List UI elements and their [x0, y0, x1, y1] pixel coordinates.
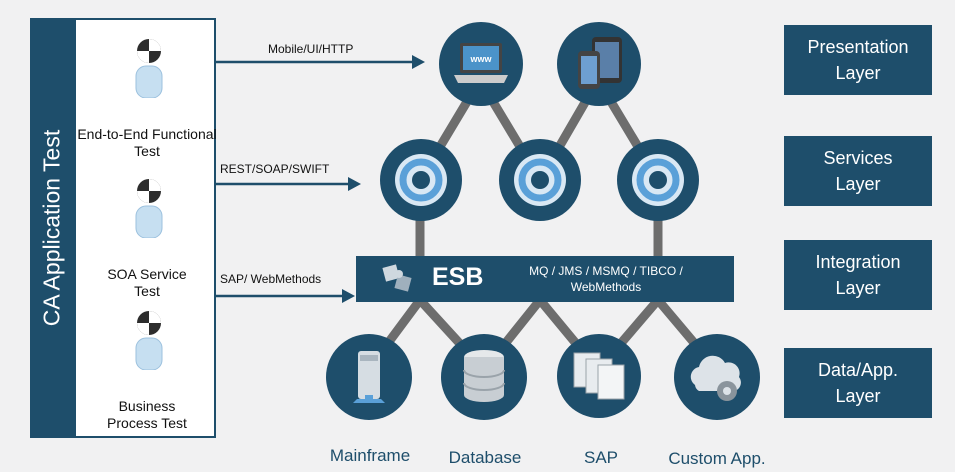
layer-box: Services Layer	[784, 136, 932, 206]
data-node-label: Mainframe	[329, 446, 411, 465]
tester-label: End-to-End Functional Test	[77, 126, 217, 159]
layer-label: Data/App. Layer	[817, 360, 899, 406]
laptop-icon: www	[439, 22, 523, 106]
service-icon	[380, 139, 462, 221]
cloud-gear-icon	[674, 334, 760, 420]
documents-icon	[557, 334, 641, 418]
tester-panel: End-to-End Functional Test SOA Service T…	[74, 18, 217, 438]
layer-box: Integration Layer	[784, 240, 932, 310]
mobile-devices-icon	[557, 22, 641, 106]
tester-figure-icon	[135, 39, 163, 98]
data-node-label: SAP	[583, 448, 619, 467]
esb-title: ESB	[432, 263, 484, 291]
layer-label: Services Layer	[823, 148, 893, 194]
arrow-label: Mobile/UI/HTTP	[268, 42, 354, 56]
esb-protocols: MQ / JMS / MSMQ / TIBCO / WebMethods	[529, 264, 683, 294]
layer-box: Presentation Layer	[784, 25, 932, 95]
laptop-screen-text: www	[469, 54, 492, 64]
puzzle-icon	[382, 264, 412, 292]
arrow-label: SAP/ WebMethods	[220, 272, 322, 286]
layer-box: Data/App. Layer	[784, 348, 932, 418]
arrow-sap	[216, 289, 355, 303]
layer-label: Presentation Layer	[807, 37, 909, 83]
data-node-label: Custom App.	[668, 449, 766, 468]
tester-figure-icon	[135, 311, 163, 370]
tester-label: Business Process Test	[107, 398, 187, 431]
service-icon	[617, 139, 699, 221]
diagram-title: CA Application Test	[38, 129, 65, 327]
layer-label: Integration Layer	[815, 252, 901, 298]
mainframe-icon	[326, 334, 412, 420]
tester-figure-icon	[135, 179, 163, 238]
arrow-rest	[216, 177, 361, 191]
tester-label: SOA Service Test	[107, 266, 187, 299]
arrow-label: REST/SOAP/SWIFT	[220, 162, 330, 176]
service-icon	[499, 139, 581, 221]
title-bar: CA Application Test	[30, 18, 74, 438]
arrow-mobile	[216, 55, 425, 69]
esb-bar: ESB MQ / JMS / MSMQ / TIBCO / WebMethods	[356, 256, 734, 302]
data-node-label: Database	[448, 448, 522, 467]
database-icon	[441, 334, 527, 420]
